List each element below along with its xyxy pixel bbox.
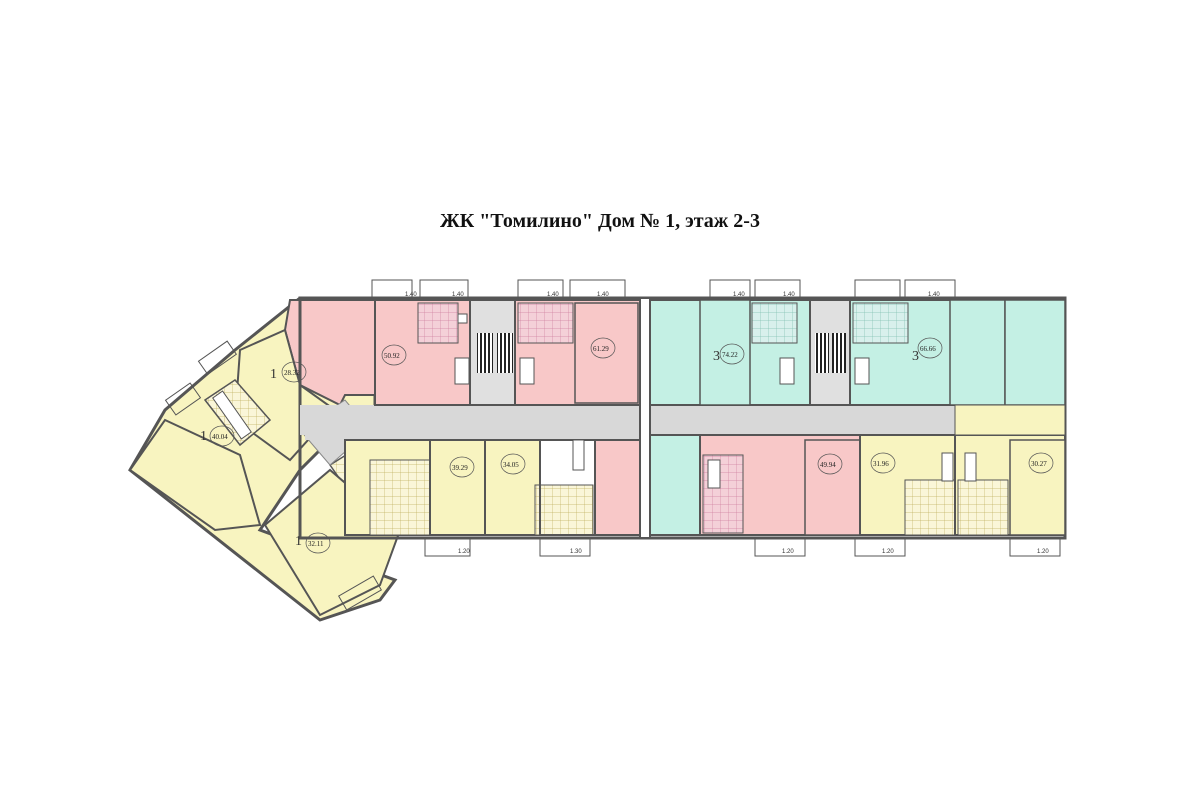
balcony-label: 1.20 [782,549,794,555]
balcony-label: 1.40 [547,292,559,298]
apartment-rooms: 1 [295,534,302,549]
apartment-total-area: 40.04 [212,433,228,441]
main-block [298,296,1067,540]
balcony-label: 1.20 [1037,549,1049,555]
balcony-label: 1.40 [452,292,464,298]
apartment-rooms: 3 [912,349,919,364]
apartment-total-area: 28.32 [284,369,300,377]
balcony-label: 1.40 [733,292,745,298]
apartment-total-area: 34.05 [503,461,519,469]
balcony-label: 1.40 [405,292,417,298]
balcony-label: 1.30 [570,549,582,555]
apartment-rooms: 3 [713,349,720,364]
apartment-total-area: 50.92 [384,352,400,360]
apartment-2room-d [594,439,641,536]
balcony-labels: 1.40 1.40 1.40 1.40 1.40 1.40 1.40 1.20 … [405,292,1049,555]
plan-title: ЖК "Томилино" Дом № 1, этаж 2-3 [440,210,760,232]
apartment-1room-e [429,439,486,536]
apartment-total-area: 66.66 [920,345,936,353]
balcony-label: 1.40 [928,292,940,298]
apartment-total-area: 31.96 [873,460,889,468]
balconies [371,279,1061,557]
apartment-1room-b [128,418,262,532]
balcony-label: 1.20 [882,549,894,555]
apartment-total-area: 61.29 [593,345,609,353]
apartment-total-area: 74.22 [722,351,738,359]
apartment-total-area: 30.27 [1031,460,1047,468]
balcony-label: 1.40 [783,292,795,298]
apartment-total-area: 49.94 [820,461,836,469]
balcony-label: 1.40 [597,292,609,298]
apartment-3room-c [649,434,701,536]
apartment-labels: 1 28.32 1 40.04 1 32.11 50.92 61.29 39.2… [200,337,1054,554]
apartment-rooms: 1 [200,429,207,444]
balcony-label: 1.20 [458,549,470,555]
apartment-total-area: 32.11 [308,540,324,548]
apartment-rooms: 1 [270,367,277,382]
apartment-total-area: 39.29 [452,464,468,472]
